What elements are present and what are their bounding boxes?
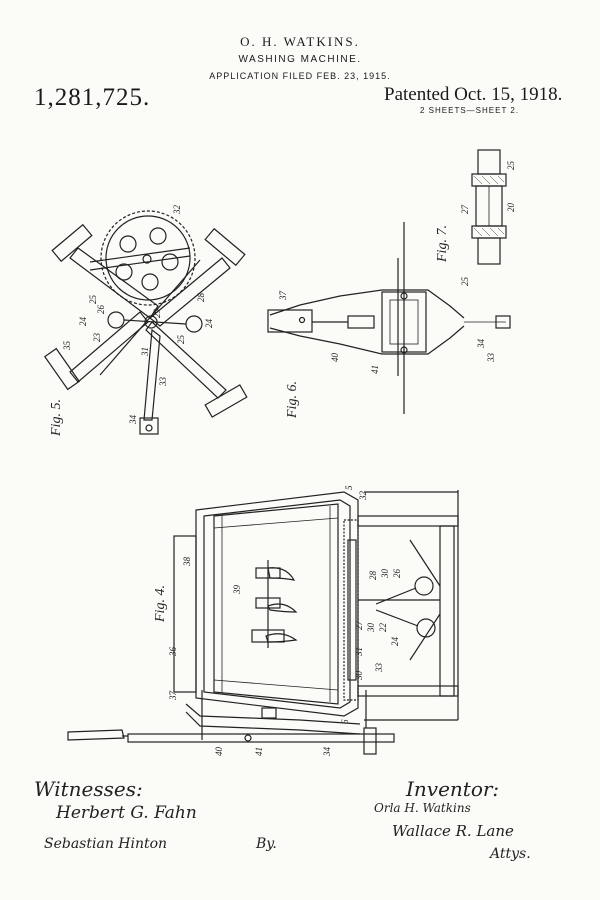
ref-33-fig4: 33 [374, 663, 384, 674]
ref-25b-fig7: 25 [460, 277, 470, 287]
ref-34-fig4: 34 [322, 747, 332, 758]
ref-34-fig6: 34 [476, 339, 486, 350]
inventor-signature: Orla H. Watkins [374, 801, 471, 815]
ref-32-fig4: 32 [358, 491, 368, 502]
fig6-label: Fig. 6. [285, 381, 300, 419]
ref-36-fig4: 36 [168, 647, 178, 658]
ref-22-fig4: 22 [378, 623, 388, 633]
ref-24b-fig5: 24 [204, 319, 214, 329]
ref-34-fig5: 34 [128, 415, 138, 426]
fig4-drawing [67, 490, 459, 755]
ref-41-fig4: 41 [254, 747, 264, 756]
ref-32-fig5: 32 [172, 205, 182, 216]
ref-25-fig5: 25 [88, 295, 98, 305]
ref-20-fig7: 20 [506, 203, 516, 213]
ref-27-fig4: 27 [354, 621, 364, 631]
ref-39-fig4: 39 [232, 585, 242, 596]
patent-number: 1,281,725. [34, 84, 151, 111]
ref-27-fig7: 27 [460, 205, 470, 215]
inventor-label: Inventor: [405, 777, 499, 801]
ref-24-fig4: 24 [390, 637, 400, 647]
ref-28-fig4: 28 [368, 571, 378, 581]
ref-25-fig7: 25 [506, 161, 516, 171]
fig4-label: Fig. 4. [153, 585, 168, 623]
fig6-drawing [267, 222, 511, 414]
ref-40-fig4: 40 [214, 747, 224, 757]
patented-date: Patented Oct. 15, 1918. [384, 84, 563, 105]
sheet-count: 2 SHEETS—SHEET 2. [420, 106, 520, 115]
application-filed-date: APPLICATION FILED FEB. 23, 1915. [209, 71, 391, 81]
invention-title: WASHING MACHINE. [238, 54, 362, 65]
attys-label: Attys. [488, 846, 531, 862]
ref-33-fig5: 33 [158, 377, 168, 388]
ref-35-fig5: 35 [62, 341, 72, 352]
ref-38-fig4: 38 [182, 557, 192, 568]
fig5-drawing [43, 210, 248, 435]
ref-29-fig5: 29 [152, 309, 162, 319]
ref-5-fig4: 5 [344, 485, 354, 490]
ref-41-fig6: 41 [370, 365, 380, 374]
ref-31-fig4: 31 [354, 647, 364, 657]
ref-37-fig4: 37 [168, 691, 178, 702]
ref-25b-fig5: 25 [176, 335, 186, 345]
ref-23-fig5: 23 [92, 333, 102, 343]
by-label: By. [255, 836, 277, 852]
ref-28-fig5: 28 [196, 293, 206, 303]
attorney-signature: Wallace R. Lane [392, 822, 514, 840]
ref-30c-fig4: 30 [354, 671, 364, 682]
ref-26-fig4: 26 [392, 569, 402, 579]
ref-30b-fig4: 30 [366, 623, 376, 634]
ref-31-fig5: 31 [140, 347, 150, 357]
ref-33-fig6: 33 [486, 353, 496, 364]
ref-6-fig4: 6 [340, 719, 350, 724]
ref-26-fig5: 26 [96, 305, 106, 315]
inventor-name-heading: O. H. WATKINS. [240, 34, 360, 49]
witness-signature-2: Sebastian Hinton [44, 836, 167, 852]
ref-37-fig6: 37 [278, 291, 288, 302]
ref-24-fig5: 24 [78, 317, 88, 327]
witness-signature-1: Herbert G. Fahn [55, 803, 197, 823]
fig5-label: Fig. 5. [49, 399, 64, 437]
witnesses-label: Witnesses: [34, 777, 143, 801]
ref-40-fig6: 40 [330, 353, 340, 363]
fig7-drawing [471, 149, 507, 265]
fig7-label: Fig. 7. [435, 225, 450, 263]
ref-30-fig4: 30 [380, 569, 390, 580]
